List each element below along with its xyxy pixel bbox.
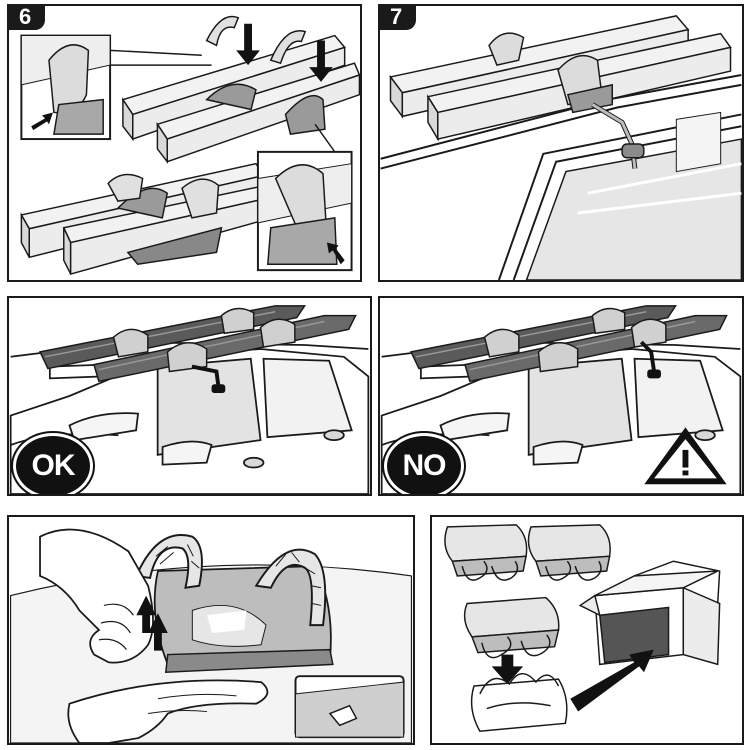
arrow-icon (236, 23, 333, 82)
car-correct-illustration (9, 305, 370, 494)
panel-step-7: 7 (378, 4, 744, 282)
no-badge: NO (384, 433, 464, 494)
step-number-6: 6 (9, 6, 46, 30)
strap-routing-illustration (380, 15, 742, 280)
panel-wrong-position: NO (378, 296, 744, 496)
panel-storage (430, 515, 744, 745)
arrow-icon (491, 654, 524, 685)
car-wrong-illustration (380, 305, 742, 494)
storage-illustration (444, 524, 721, 732)
ok-badge: OK (13, 433, 93, 494)
panel-step-6: 6 (7, 4, 362, 282)
panel-correct-position: OK (7, 296, 372, 496)
step-number-7: 7 (380, 6, 417, 30)
arrow-icon (570, 649, 654, 712)
panel-removal (7, 515, 415, 745)
arrow-icon (326, 242, 345, 265)
warning-triangle-icon (644, 427, 727, 485)
mounting-illustration (20, 15, 360, 276)
arrow-icon (136, 595, 168, 651)
arrow-icon (31, 112, 53, 131)
removal-illustration (9, 528, 413, 743)
